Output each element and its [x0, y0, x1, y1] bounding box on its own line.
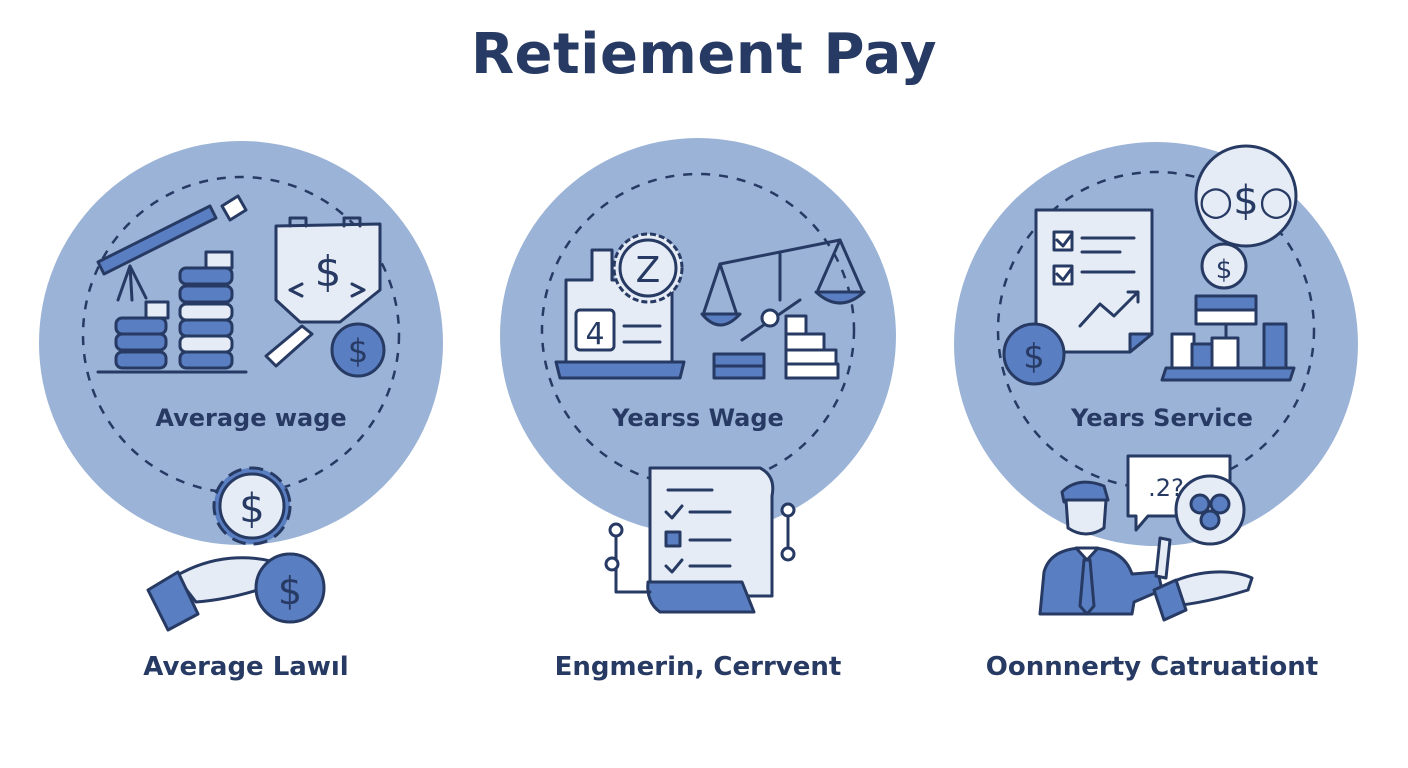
coin-stack-icon: [114, 250, 234, 370]
dollar-coins-icon: $ ○$○ $: [1002, 144, 1298, 386]
checklist-report-icon: [1034, 208, 1154, 354]
panel-circle: [500, 138, 896, 534]
gear-dollar-icon: $: [212, 466, 292, 546]
balance-scale-icon: [700, 238, 866, 327]
checklist-scroll-icon: [604, 466, 796, 614]
panel-1-circle-label: Average wage: [155, 404, 347, 432]
svg-text:$: $: [1023, 337, 1045, 377]
money-shield-icon: $: [264, 216, 382, 368]
telescope-icon: [96, 194, 248, 374]
hand-coin-icon: $: [146, 552, 326, 632]
panel-average-wage: $ $ $ $: [39, 141, 443, 632]
panel-2-bottom-label: Engmerin, Cerrvent: [554, 652, 842, 682]
stairs-chart-icon: [712, 298, 840, 380]
svg-text:$: $: [278, 569, 302, 613]
businessman-icon: [1038, 480, 1164, 616]
svg-text:$: $: [1216, 255, 1233, 285]
svg-text:4: 4: [585, 317, 604, 352]
svg-text:$: $: [239, 486, 264, 532]
dashed-ring: [540, 172, 856, 488]
panel-2-circle-label: Yearss Wage: [612, 404, 784, 432]
panel-years-service: $ ○$○ $ .2?: [954, 142, 1358, 622]
dashed-ring: [996, 170, 1316, 490]
svg-text:$: $: [315, 247, 342, 296]
calculator-icon: 4: [554, 248, 686, 380]
panel-3-circle-label: Years Service: [1071, 404, 1253, 432]
open-hand-icon: [1152, 536, 1254, 622]
people-icon: [1174, 474, 1246, 546]
page-title: Retiement Pay: [470, 22, 938, 87]
svg-text:○$○: ○$○: [1198, 178, 1293, 224]
panel-years-wage: 4 Z: [500, 138, 896, 614]
svg-text:$: $: [348, 332, 368, 370]
dashed-ring: [81, 175, 401, 495]
svg-text:Z: Z: [636, 250, 661, 291]
bar-chart-icon: [1160, 294, 1296, 382]
panel-1-bottom-label: Average Lawıl: [143, 652, 349, 682]
panel-3-bottom-label: Oonnnerty Catruationt: [985, 652, 1319, 682]
dollar-coin-icon: $: [330, 322, 386, 378]
z-badge-icon: Z: [612, 232, 684, 304]
